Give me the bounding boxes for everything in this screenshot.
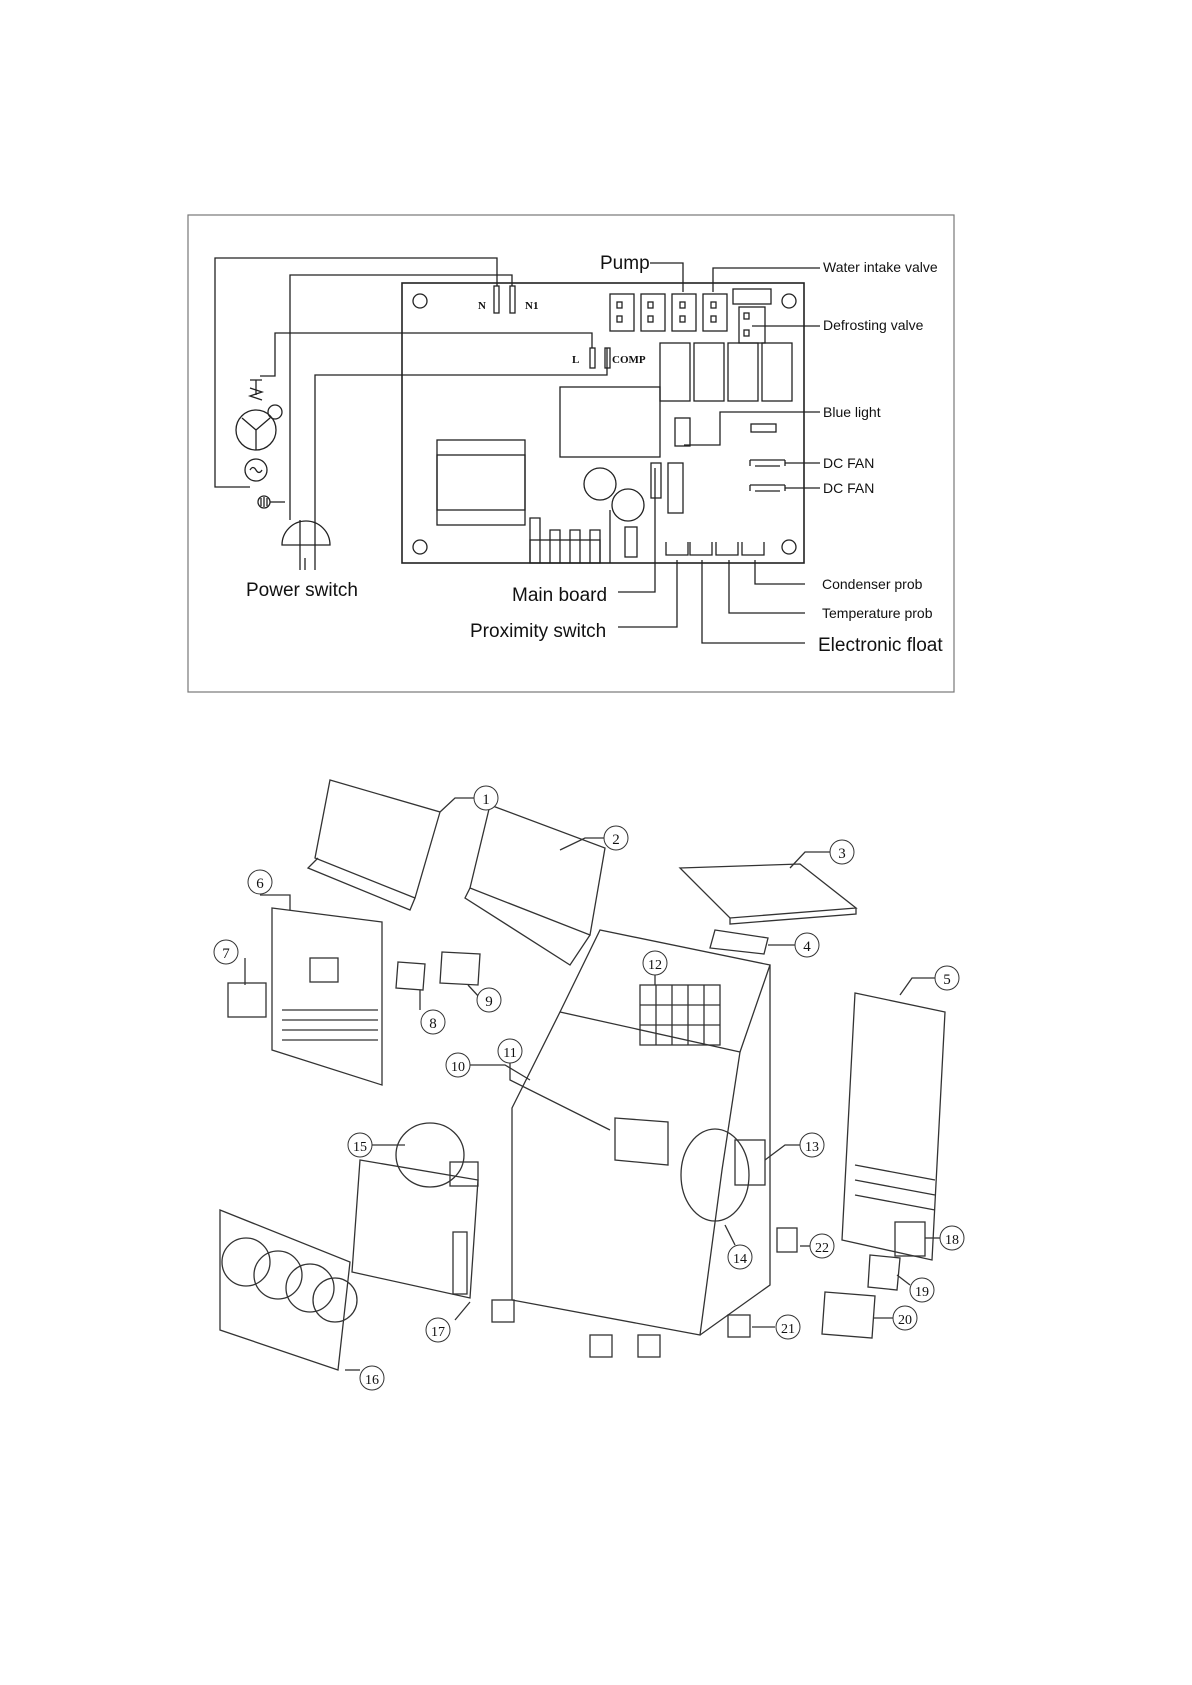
svg-text:17: 17 — [431, 1325, 445, 1340]
callout-13: 13 — [800, 1133, 824, 1157]
part-21-foot — [492, 1300, 514, 1322]
svg-text:20: 20 — [898, 1313, 912, 1328]
callout-16: 16 — [360, 1366, 384, 1390]
main-board-outline — [402, 283, 804, 563]
callout-10: 10 — [446, 1053, 470, 1077]
callout-3: 3 — [830, 840, 854, 864]
label-proximity-switch: Proximity switch — [470, 621, 606, 642]
part-19 — [868, 1255, 900, 1290]
svg-text:7: 7 — [222, 946, 230, 962]
wiring-labels: N N1 L COMP Pump Water intake valve Defr… — [246, 253, 943, 656]
proximity-leader — [618, 560, 677, 627]
temperature-leader — [729, 560, 805, 613]
svg-text:9: 9 — [485, 994, 493, 1010]
svg-text:8: 8 — [429, 1016, 437, 1032]
callout-8: 8 — [421, 1010, 445, 1034]
callout-6: 6 — [248, 870, 272, 894]
callout-11: 11 — [498, 1039, 522, 1063]
svg-text:1: 1 — [482, 792, 490, 808]
callout-4: 4 — [795, 933, 819, 957]
callout-1: 1 — [474, 786, 498, 810]
exploded-view — [220, 780, 945, 1370]
svg-text:4: 4 — [803, 939, 811, 955]
blue-light-leader — [684, 412, 820, 445]
callout-15: 15 — [348, 1133, 372, 1157]
part-20 — [822, 1292, 875, 1338]
callout-18: 18 — [940, 1226, 964, 1250]
terminal-n1: N1 — [525, 300, 538, 312]
svg-text:14: 14 — [733, 1252, 747, 1267]
part-3-top-plate — [680, 864, 856, 918]
terminal-n: N — [478, 300, 486, 312]
part-16-fan-panel — [220, 1210, 350, 1370]
part-1-lid — [315, 780, 440, 898]
svg-text:11: 11 — [503, 1046, 516, 1061]
part-12-evaporator — [640, 985, 720, 1045]
label-defrosting-valve: Defrosting valve — [823, 317, 924, 333]
part-4-handle — [710, 930, 768, 954]
svg-text:12: 12 — [648, 958, 662, 973]
part-8-board — [396, 962, 425, 990]
svg-text:10: 10 — [451, 1060, 465, 1075]
part-17-condenser — [352, 1160, 478, 1298]
svg-text:22: 22 — [815, 1241, 829, 1256]
callout-19: 19 — [910, 1278, 934, 1302]
callout-20: 20 — [893, 1306, 917, 1330]
callout-9: 9 — [477, 988, 501, 1012]
svg-text:13: 13 — [805, 1140, 819, 1155]
svg-text:15: 15 — [353, 1140, 367, 1155]
electronic-float-leader — [702, 560, 805, 643]
terminal-comp: COMP — [612, 354, 646, 366]
label-blue-light: Blue light — [823, 404, 881, 420]
svg-text:5: 5 — [943, 972, 951, 988]
label-condenser-prob: Condenser prob — [822, 576, 923, 592]
part-10-housing — [512, 1012, 740, 1335]
label-dc-fan-2: DC FAN — [823, 480, 874, 496]
label-temperature-prob: Temperature prob — [822, 605, 933, 621]
callout-22: 22 — [810, 1234, 834, 1258]
callout-17: 17 — [426, 1318, 450, 1342]
svg-text:3: 3 — [838, 846, 846, 862]
part-5-side-panel — [842, 993, 945, 1260]
svg-text:16: 16 — [365, 1373, 379, 1388]
part-14-water-tank — [681, 1129, 749, 1221]
svg-text:6: 6 — [256, 876, 264, 892]
callout-7: 7 — [214, 940, 238, 964]
label-main-board: Main board — [512, 585, 607, 606]
label-water-intake-valve: Water intake valve — [823, 259, 938, 275]
panel-window — [310, 958, 338, 982]
callout-2: 2 — [604, 826, 628, 850]
part-18 — [895, 1222, 925, 1256]
part-2-inner-lid — [470, 805, 605, 935]
label-pump: Pump — [600, 253, 650, 274]
part-9-module — [440, 952, 480, 985]
part-22-valve — [777, 1228, 797, 1252]
callout-5: 5 — [935, 966, 959, 990]
callout-14: 14 — [728, 1245, 752, 1269]
label-power-switch: Power switch — [246, 580, 358, 601]
label-dc-fan-1: DC FAN — [823, 455, 874, 471]
svg-text:2: 2 — [612, 832, 620, 848]
part-7-display — [228, 983, 266, 1017]
callout-12: 12 — [643, 951, 667, 975]
svg-text:19: 19 — [915, 1285, 929, 1300]
callout-21: 21 — [776, 1315, 800, 1339]
part-15-compressor — [396, 1123, 464, 1187]
label-electronic-float: Electronic float — [818, 635, 943, 656]
callouts: 1 2 3 4 5 6 7 8 9 10 11 12 13 14 15 16 1… — [214, 786, 964, 1390]
part-13-pump — [735, 1140, 765, 1185]
pump-leader — [650, 263, 683, 292]
terminal-l: L — [572, 354, 579, 366]
svg-text:21: 21 — [781, 1322, 795, 1337]
part-11-tray — [615, 1118, 668, 1165]
svg-text:18: 18 — [945, 1233, 959, 1248]
part-6-front-panel — [272, 908, 382, 1085]
